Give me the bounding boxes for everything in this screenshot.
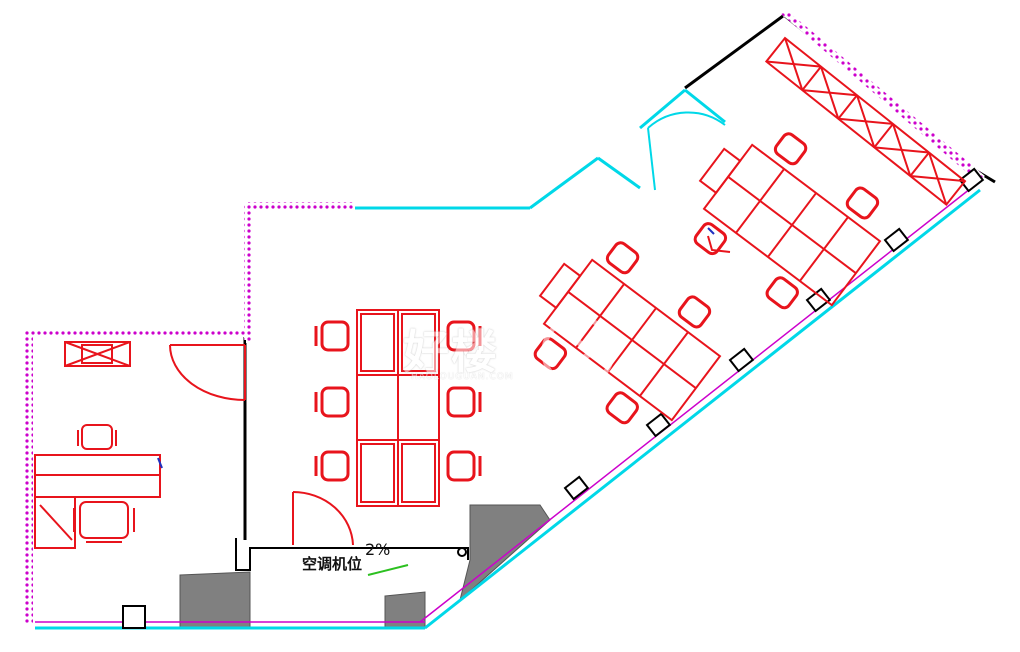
column-right xyxy=(459,504,551,602)
door-office xyxy=(169,344,246,401)
cabinet xyxy=(64,341,131,367)
wall-upper xyxy=(246,203,352,340)
watermark-text: 好楼 xyxy=(403,325,499,379)
doors xyxy=(169,111,726,546)
windows-inner xyxy=(35,184,976,623)
wall-top-diagonal xyxy=(684,14,784,90)
wall-accent-strips xyxy=(25,13,985,623)
door-top xyxy=(647,111,726,191)
windows xyxy=(35,88,981,630)
structural-columns xyxy=(179,504,551,629)
cluster-mid xyxy=(533,241,722,425)
ac-position-label: 空调机位 xyxy=(302,555,363,573)
misc-marks xyxy=(707,227,731,253)
watermark: 好楼 HAOLOUGUAN.COM xyxy=(395,310,635,400)
column-left xyxy=(179,571,251,629)
watermark-logo xyxy=(541,315,615,389)
office-chair-bottom xyxy=(73,501,135,543)
office-chair-top xyxy=(77,424,117,450)
door-entry xyxy=(292,491,354,546)
central-workstations xyxy=(356,309,440,507)
central-chairs xyxy=(314,320,482,482)
cluster-upper xyxy=(693,132,882,310)
watermark-domain: HAOLOUGUAN.COM xyxy=(411,372,514,382)
diagonal-pillars xyxy=(122,167,985,629)
office-furniture xyxy=(34,341,163,549)
slope-label: 2% xyxy=(365,540,391,559)
storage-cabinets xyxy=(764,36,967,207)
slope-arrow xyxy=(367,564,409,576)
